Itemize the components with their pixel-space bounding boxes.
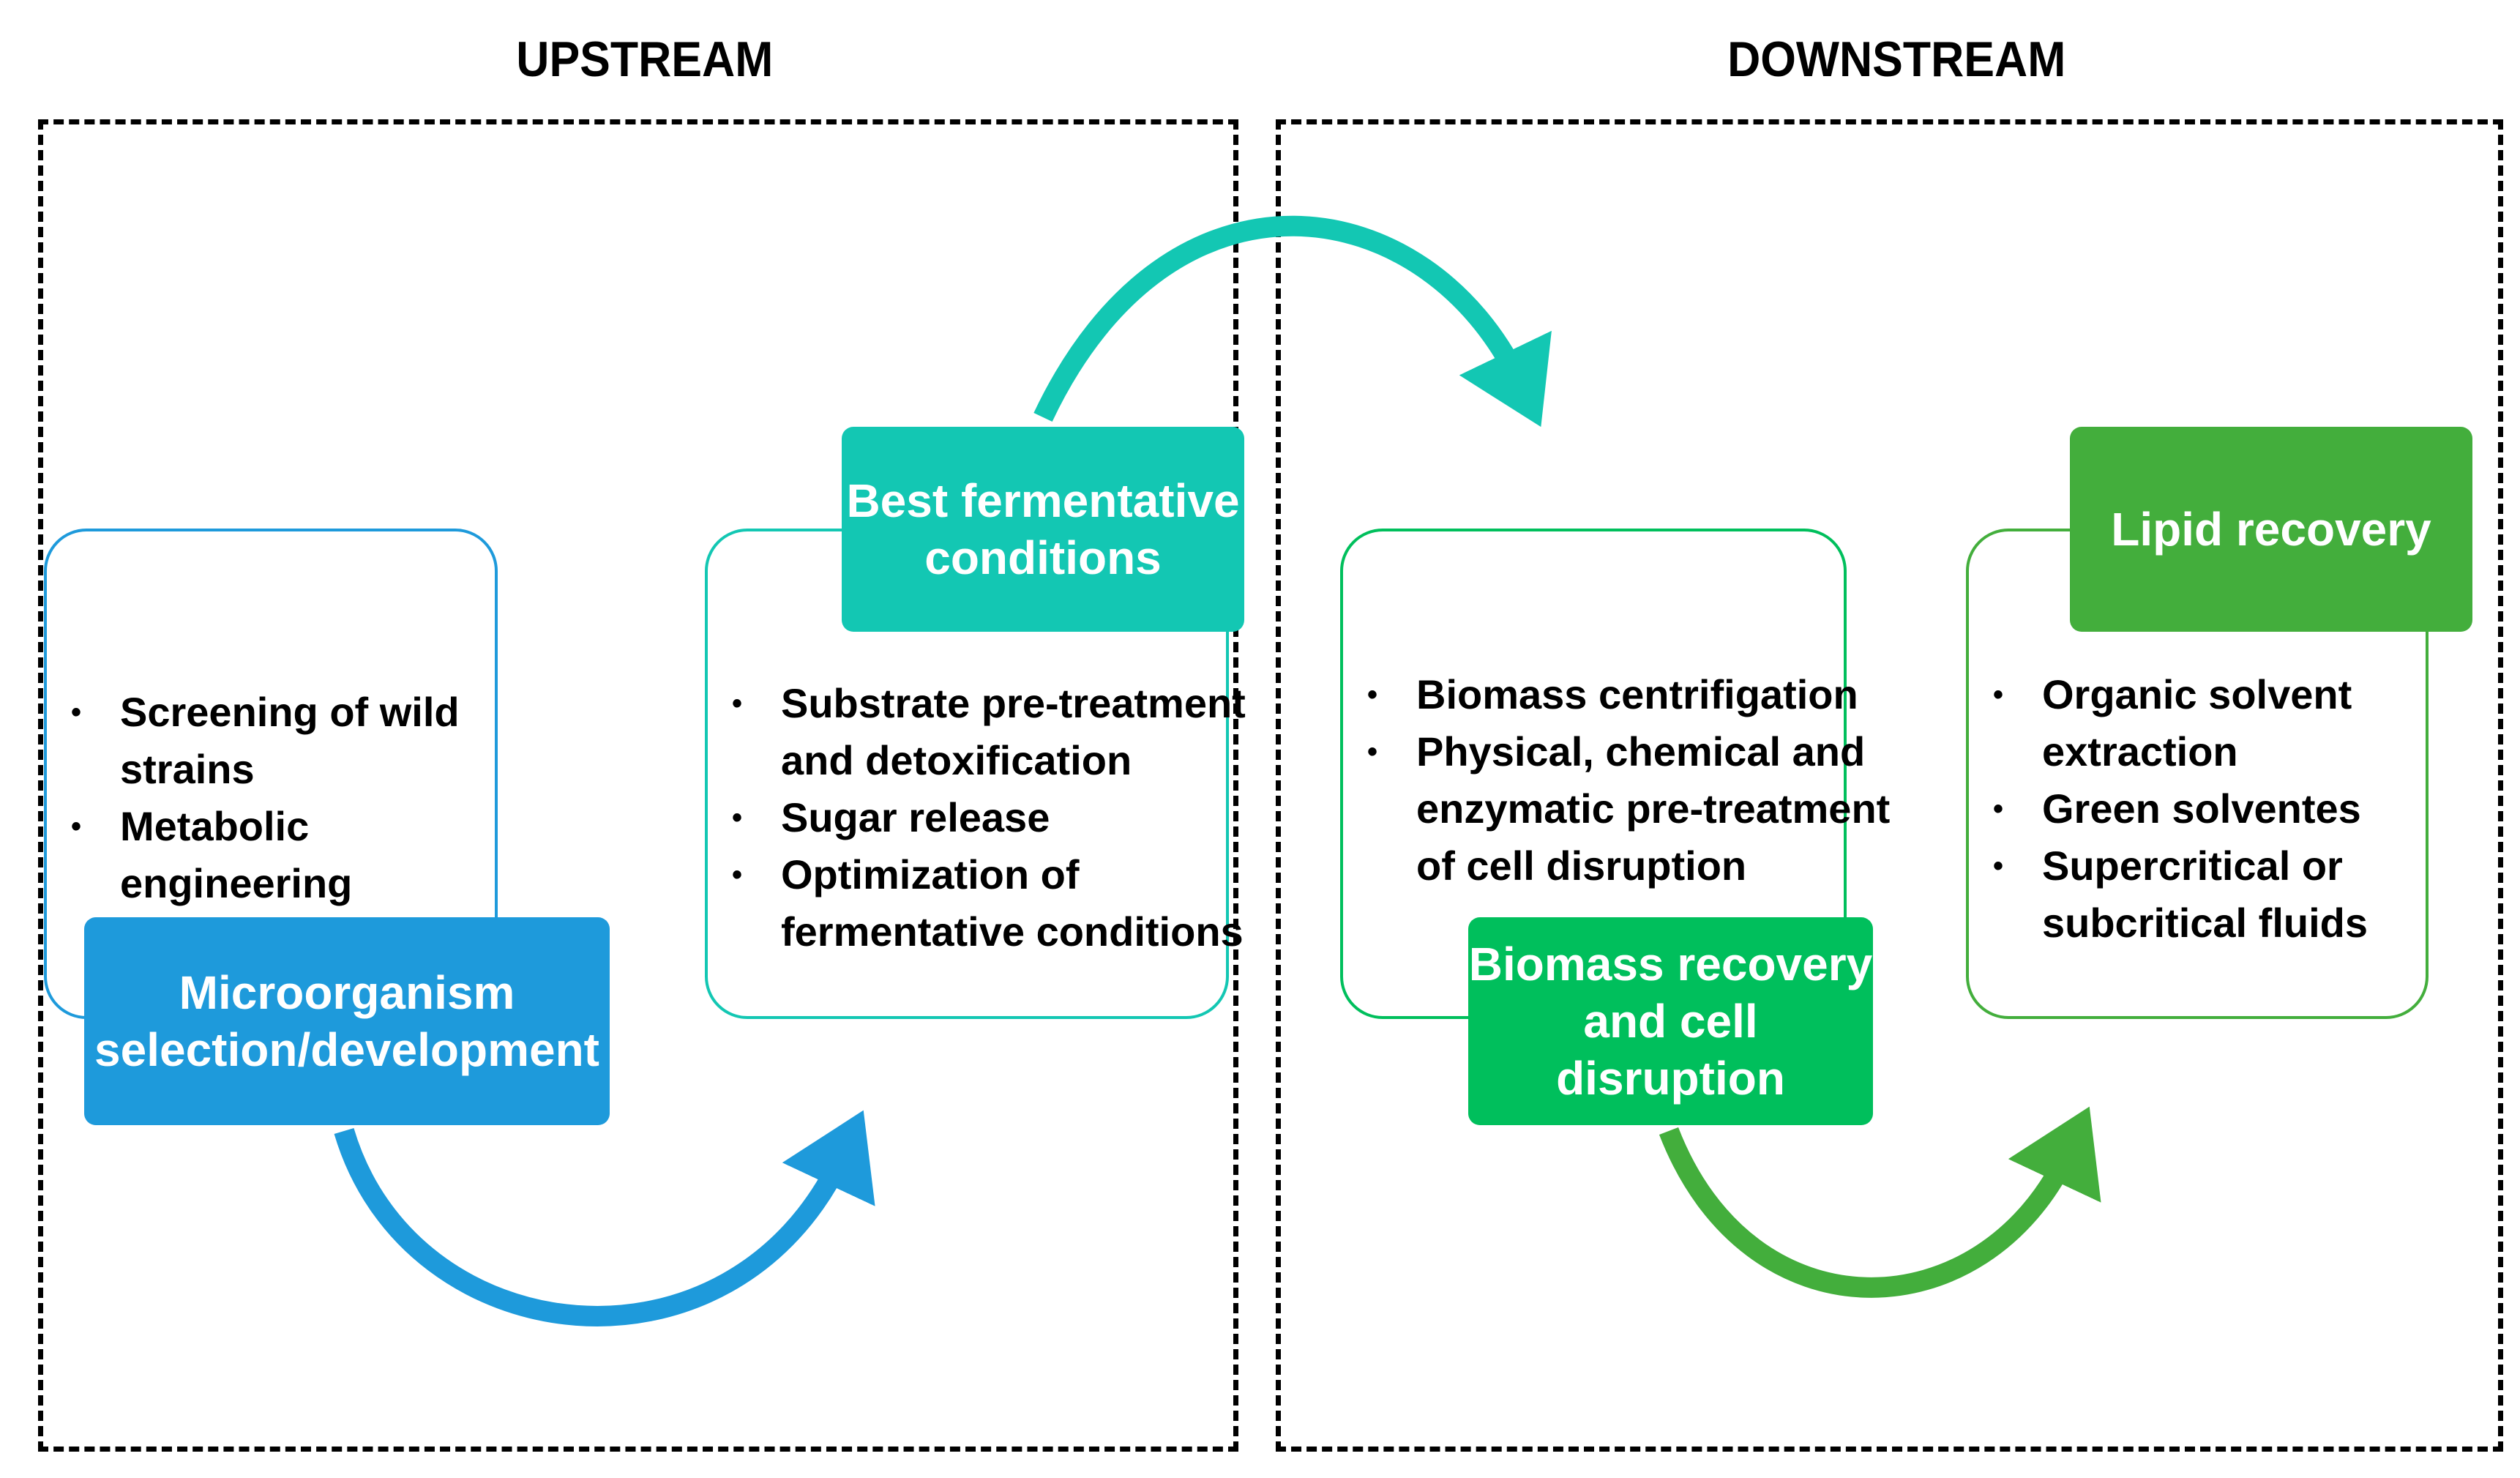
bullet-icon: • xyxy=(1992,793,2003,825)
stage1-label: Microorganism selection/development xyxy=(84,917,610,1125)
bullet-icon: • xyxy=(1366,679,1377,711)
stage3-label: Biomass recovery and cell disruption xyxy=(1468,917,1873,1125)
arrow-stage3-to-stage4 xyxy=(1659,1106,2101,1298)
list-item: • Biomass centrifigation xyxy=(1358,666,1890,723)
arrow-stage1-to-stage2 xyxy=(334,1110,875,1326)
bullet-icon: • xyxy=(1992,850,2003,882)
bullet-icon: • xyxy=(731,802,742,834)
downstream-frame xyxy=(1276,119,2503,1452)
stage2-label: Best fermentative conditions xyxy=(842,427,1244,632)
bullet-icon: • xyxy=(70,810,81,843)
list-item: • Green solventes xyxy=(1984,780,2368,837)
bullet-icon: • xyxy=(1366,736,1377,768)
bullet-icon: • xyxy=(1992,679,2003,711)
bullet-icon: • xyxy=(70,696,81,728)
upstream-title: UPSTREAM xyxy=(516,31,774,87)
upstream-frame xyxy=(38,119,1238,1452)
stage4-label: Lipid recovery xyxy=(2070,427,2472,632)
stage3-list: • Biomass centrifigation • Physical, che… xyxy=(1358,666,1890,895)
bullet-icon: • xyxy=(731,687,742,720)
bullet-icon: • xyxy=(731,859,742,891)
arrow-stage2-to-stage3 xyxy=(1033,215,1552,428)
list-item: • Sugar release xyxy=(722,789,1246,846)
downstream-title: DOWNSTREAM xyxy=(1727,31,2066,87)
